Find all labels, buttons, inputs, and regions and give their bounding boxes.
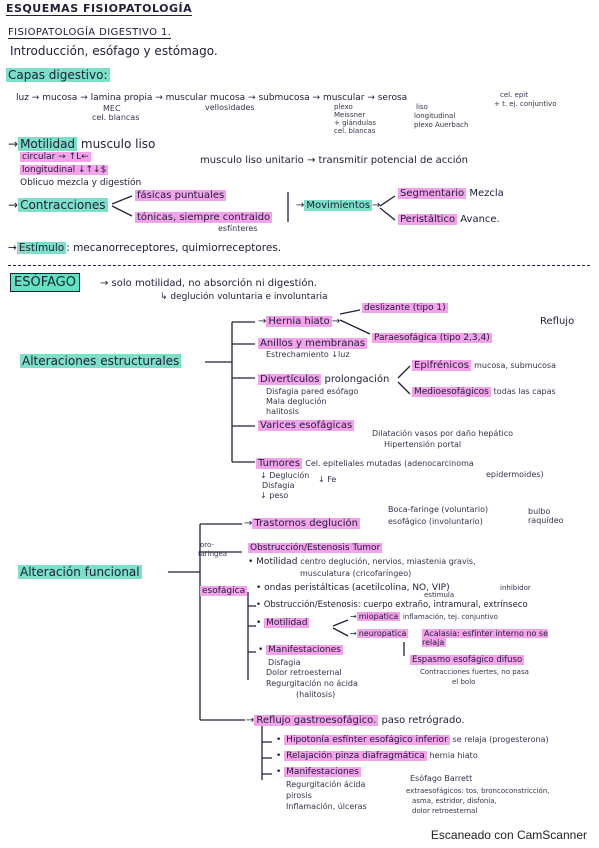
header-subtitle: FISIOPATOLOGÍA DIGESTIVO 1. xyxy=(8,27,172,39)
estructurales-label: Alteraciones estructurales xyxy=(20,354,182,368)
reflujo-ge: →Reflujo gastroesofágico. paso retrógrad… xyxy=(246,715,465,726)
diverticulos: Divertículos prolongación xyxy=(258,374,390,385)
manif-item-1: Disfagia xyxy=(268,658,301,667)
tumores-item-1: ↓ Deglución xyxy=(260,471,310,480)
peristaltico-text: Peristáltico Avance. xyxy=(398,214,500,225)
motilidad-2: • Motilidad xyxy=(256,618,310,628)
miopatica: →miopatica inflamación, tej. conjuntivo xyxy=(350,612,498,621)
div-note-1: Disfagia pared esófago xyxy=(266,387,359,396)
funcional-label: Alteración funcional xyxy=(18,565,142,579)
esofago-line-1: → solo motilidad, no absorción ni digest… xyxy=(100,278,317,289)
trast-note-1: Boca-faringe (voluntario) xyxy=(388,505,489,514)
capas-lamina-2: cel. blancas xyxy=(92,113,140,122)
estimulo-line: →Estímulo: mecanorreceptores, quimiorrec… xyxy=(8,242,282,254)
varices-note-2: Hipertensión portal xyxy=(384,440,462,449)
medioesofagicos: Medioesofágicos todas las capas xyxy=(412,387,556,397)
manif-item-3: Regurgitación no ácida xyxy=(266,679,358,688)
ondas-small-1: estimula xyxy=(424,591,455,599)
ondas-small-2: inhibidor xyxy=(500,584,531,592)
motilidad-note: musculo liso unitario → transmitir poten… xyxy=(200,155,469,166)
reflujo-note: Reflujo xyxy=(540,316,575,327)
capas-muscular-1: liso xyxy=(416,103,428,111)
ondas: • ondas peristálticas (acetilcolina, NO,… xyxy=(256,583,450,593)
div-note-3: halitosis xyxy=(266,407,300,416)
segmentario-text: Segmentario Mezcla xyxy=(398,188,504,199)
manif2-item-2: pirosis xyxy=(286,791,312,800)
capas-lamina-1: MEC xyxy=(103,104,121,113)
manif-item-2: Dolor retroesternal xyxy=(266,668,342,677)
oro-motilidad: • Motilidad centro deglución, nervios, m… xyxy=(248,557,476,567)
varices: Varices esofágicas xyxy=(258,420,355,431)
relajacion: • Relajación pinza diafragmática hernia … xyxy=(276,751,478,761)
tumores-item-2: Disfagia xyxy=(262,481,295,490)
tumores-fe: ↓ Fe xyxy=(318,475,337,484)
manif-2: • Manifestaciones xyxy=(276,767,361,777)
neuropatica: →neuropatica xyxy=(350,629,409,638)
epifrenicos: Epifrénicos mucosa, submucosa xyxy=(412,360,556,371)
orofaringea-2: faringea xyxy=(198,550,228,558)
varices-note-1: Dilatación vasos por daño hepático xyxy=(372,429,514,438)
barrett-note-1: extraesofágicos: tos, broncoconstricción… xyxy=(406,787,550,795)
movimientos-label: →Movimientos→ xyxy=(296,200,381,211)
capas-label: Capas digestivo: xyxy=(6,68,110,82)
manif2-item-1: Regurgitación ácida xyxy=(286,780,366,789)
bulbo-note: bulbo raquídeo xyxy=(528,507,564,525)
capas-muscular-3: plexo Auerbach xyxy=(414,121,469,129)
trastornos: →Trastornos deglución xyxy=(244,518,360,529)
header-title: ESQUEMAS FISIOPATOLOGÍA xyxy=(6,2,193,17)
tumores-note-2: epidermoides) xyxy=(486,470,544,479)
estrechamiento: Estrechamiento ↓luz xyxy=(266,350,350,359)
obstruccion-2: • Obstrucción/Estenosis: cuerpo extraño,… xyxy=(256,600,528,610)
capas-serosa-1: cel. epit xyxy=(500,91,528,99)
trast-note-2: esofágico (involuntario) xyxy=(388,517,483,526)
capas-submucosa-1: plexo xyxy=(334,103,353,111)
orofaringea-1: oro- xyxy=(200,541,214,549)
espasmo: Espasmo esofágico difuso xyxy=(410,655,525,665)
capas-submucosa-3: + glándulas xyxy=(334,119,376,127)
paraesofagica: Paraesofágica (tipo 2,3,4) xyxy=(372,333,492,343)
tonicas-text: tónicas, siempre contraido xyxy=(135,212,273,223)
barrett: Esófago Barrett xyxy=(410,774,473,783)
capas-muscmuc-note: vellosidades xyxy=(205,103,255,112)
motilidad-item-3: Oblicuo mezcla y digestión xyxy=(20,178,142,188)
acalasia: Acalasia: esfínter interno no se relaja xyxy=(422,629,548,647)
hipotonia: • Hipotonía esfínter esofágico inferior … xyxy=(276,735,549,745)
esofago-line-2: ↳ deglución voluntaria e involuntaria xyxy=(160,292,328,302)
scanner-watermark: Escaneado con CamScanner xyxy=(430,828,587,842)
tumores: Tumores Cel. epiteliales mutadas (adenoc… xyxy=(256,458,474,469)
manif2-item-3: Inflamación, úlceras xyxy=(286,802,367,811)
espasmo-note-1: Contracciones fuertes, no pasa xyxy=(420,668,529,676)
deslizante: deslizante (tipo 1) xyxy=(362,303,448,313)
motilidad-item-2: longitudinal ↓↑↓$ xyxy=(20,165,109,175)
hernia-hiato: →Hernia hiato→ xyxy=(258,316,341,327)
div-note-2: Mala deglución xyxy=(266,397,327,406)
fasicas-text: fásicas puntuales xyxy=(135,190,227,201)
capas-submucosa-4: cel. blancas xyxy=(334,127,376,135)
motilidad-label: →Motilidad musculo liso xyxy=(8,137,156,151)
section-divider xyxy=(8,265,590,266)
esfinteres-text: esfínteres xyxy=(218,224,258,233)
capas-muscular-2: longitudinal xyxy=(414,112,456,120)
esofagica-label: esofágica xyxy=(200,586,248,596)
tumores-item-3: ↓ peso xyxy=(260,491,289,500)
barrett-note-3: dolor retroesternal xyxy=(412,807,478,815)
anillos: Anillos y membranas xyxy=(258,338,368,349)
obstruccion: Obstrucción/Estenosis Tumor xyxy=(248,543,383,553)
capas-submucosa-2: Meissner xyxy=(334,111,366,119)
esofago-title: ESÓFAGO xyxy=(10,273,80,292)
contracciones-label: →Contracciones xyxy=(8,198,108,212)
manifestaciones: • Manifestaciones xyxy=(258,645,343,655)
capas-row: luz → mucosa → lamina propia → muscular … xyxy=(16,93,408,103)
oro-motilidad-note2: musculatura (cricofaríngeo) xyxy=(300,569,412,578)
manif-item-4: (halitosis) xyxy=(296,690,336,699)
barrett-note-2: asma, estridor, disfonía, xyxy=(412,797,497,805)
capas-serosa-2: + t. ej. conjuntivo xyxy=(494,100,557,108)
espasmo-note-2: el bolo xyxy=(452,678,476,686)
motilidad-item-1: circular → ↑L← xyxy=(20,152,91,162)
topic-line: Introducción, esófago y estómago. xyxy=(10,44,218,58)
